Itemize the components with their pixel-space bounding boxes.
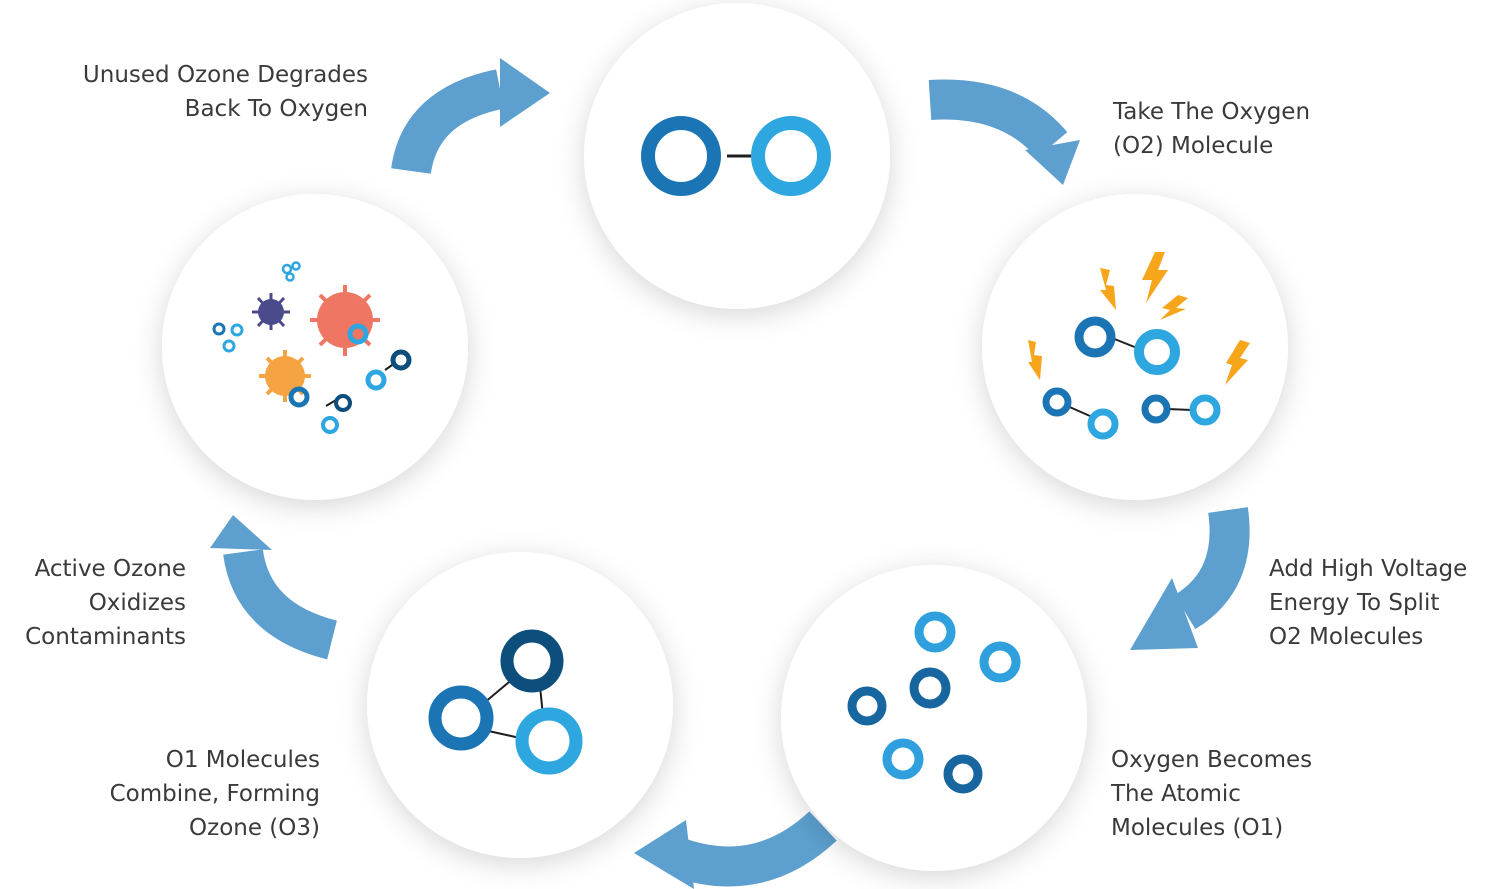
step-circle-contaminants — [162, 194, 468, 500]
arrow-right — [1130, 507, 1250, 650]
ozone-molecule-icon — [428, 629, 583, 775]
label-step-ozone-forming: O1 Molecules Combine, Forming Ozone (O3) — [109, 747, 320, 841]
arrow-bottom — [634, 811, 837, 889]
o2-molecule-icon — [641, 116, 831, 196]
step-circle-split — [982, 194, 1288, 500]
label-step-atomic: Oxygen Becomes The Atomic Molecules (O1) — [1111, 747, 1313, 841]
virus-orange-icon — [259, 350, 311, 402]
label-step-oxidizes: Active Ozone Oxidizes Contaminants — [25, 556, 186, 650]
step-circle-o2 — [584, 3, 890, 309]
lightning-split-icon — [1028, 252, 1250, 440]
arrow-top-right — [928, 79, 1080, 185]
label-step-degrades: Unused Ozone Degrades Back To Oxygen — [82, 62, 368, 122]
virus-purple-icon — [252, 293, 290, 330]
label-step-take-oxygen: Take The Oxygen (O2) Molecule — [1113, 99, 1311, 159]
atomic-oxygen-icon — [847, 611, 1021, 794]
step-circle-atomic — [781, 565, 1087, 871]
cycle-arrows — [210, 58, 1250, 889]
step-circle-ozone — [367, 552, 673, 858]
label-step-high-voltage: Add High Voltage Energy To Split O2 Mole… — [1269, 556, 1468, 650]
arrow-left — [210, 515, 338, 660]
contaminants-icon — [212, 261, 412, 434]
arrow-top-left — [391, 58, 550, 175]
virus-red-icon — [310, 285, 380, 356]
